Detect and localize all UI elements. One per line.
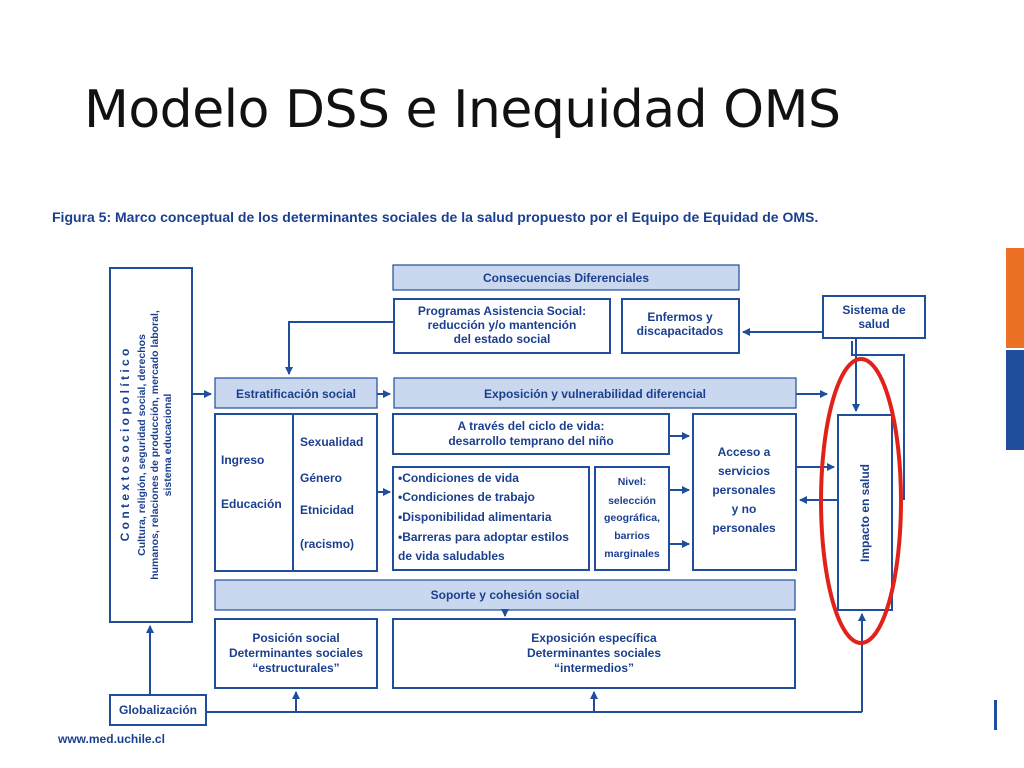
programas-box: [393, 298, 611, 354]
consecuencias-label: Consecuencias Diferenciales: [483, 271, 649, 285]
enfermos-line-2: discapacitados: [637, 324, 724, 338]
slide-title: Modelo DSS e Inequidad OMS: [84, 80, 841, 140]
contexto-sociopolitico-box: [109, 267, 193, 623]
condiciones-line-1: •Condiciones de vida: [398, 471, 519, 485]
exposicion-vulnerabilidad-label: Exposición y vulnerabilidad diferencial: [484, 387, 706, 401]
accent-bar-orange: [1006, 248, 1024, 348]
educacion-label: Educación: [221, 497, 282, 511]
estratificacion-band: [214, 377, 378, 409]
acceso-box: [692, 413, 797, 571]
programas-line-3: del estado social: [454, 332, 551, 346]
accent-bar-blue: [1006, 350, 1024, 450]
exposicion-esp-line-1: Exposición específica: [531, 631, 657, 645]
posicion-line-2: Determinantes sociales: [229, 646, 363, 660]
estratificacion-box: [214, 413, 378, 572]
nivel-line-5: marginales: [604, 548, 660, 560]
exposicion-esp-line-3: “intermedios”: [554, 661, 634, 675]
acceso-line-3: personales: [712, 483, 776, 497]
racismo-label: (racismo): [300, 537, 354, 551]
figure-caption: Figura 5: Marco conceptual de los determ…: [52, 209, 819, 225]
etnicidad-label: Etnicidad: [300, 503, 354, 517]
ciclo-vida-box: [392, 413, 670, 455]
exposicion-vulnerabilidad-band: [393, 377, 797, 409]
posicion-social-box: [214, 618, 378, 689]
enfermos-box: [621, 298, 740, 354]
ingreso-label: Ingreso: [221, 453, 264, 467]
ciclo-vida-line-2: desarrollo temprano del niño: [448, 434, 613, 448]
sistema-salud-box: [822, 295, 926, 339]
contexto-title: C o n t e x t o s o c i o p o l í t i c …: [118, 349, 132, 542]
acceso-line-2: servicios: [718, 464, 770, 478]
condiciones-line-3: •Disponibilidad alimentaria: [398, 510, 552, 524]
contexto-line-2: humanos, relaciones de producción, merca…: [149, 310, 161, 580]
nivel-line-1: Nivel:: [618, 476, 647, 488]
programas-line-2: reducción y/o mantención: [428, 318, 577, 332]
estratificacion-label: Estratificación social: [236, 387, 356, 401]
acceso-line-5: personales: [712, 521, 776, 535]
edge-mark: [988, 700, 997, 730]
sexualidad-label: Sexualidad: [300, 435, 363, 449]
condiciones-line-4: •Barreras para adoptar estilos: [398, 530, 569, 544]
soporte-label: Soporte y cohesión social: [431, 588, 580, 602]
consecuencias-band: [392, 264, 740, 291]
condiciones-line-5: de vida saludables: [398, 549, 505, 563]
connector-lines: [146, 321, 905, 713]
globalizacion-box: [109, 694, 207, 726]
nivel-box: [594, 466, 670, 571]
sistema-salud-line-2: salud: [858, 317, 889, 331]
impacto-salud-label: Impacto en salud: [858, 464, 872, 562]
soporte-band: [214, 579, 796, 611]
exposicion-esp-line-2: Determinantes sociales: [527, 646, 661, 660]
sistema-salud-line-1: Sistema de: [842, 303, 906, 317]
condiciones-line-2: •Condiciones de trabajo: [398, 490, 535, 504]
posicion-line-3: “estructurales”: [252, 661, 339, 675]
programas-line-1: Programas Asistencia Social:: [418, 304, 586, 318]
enfermos-line-1: Enfermos y: [647, 310, 713, 324]
contexto-line-1: Cultura, religión, seguridad social, der…: [136, 334, 148, 556]
highlight-ellipse: [819, 357, 903, 645]
posicion-line-1: Posición social: [252, 631, 339, 645]
nivel-line-3: geográfica,: [604, 512, 660, 524]
exposicion-especifica-box: [392, 618, 796, 689]
acceso-line-1: Acceso a: [718, 445, 771, 459]
contexto-line-3: sistema educacional: [162, 394, 174, 497]
condiciones-box: [392, 466, 590, 571]
ciclo-vida-line-1: A través del ciclo de vida:: [458, 419, 605, 433]
impacto-salud-box: [837, 414, 893, 611]
acceso-line-4: y no: [732, 502, 757, 516]
nivel-line-4: barrios: [614, 530, 650, 542]
globalizacion-label: Globalización: [119, 703, 197, 717]
footer-url: www.med.uchile.cl: [58, 732, 165, 746]
nivel-line-2: selección: [608, 495, 656, 507]
genero-label: Género: [300, 471, 342, 485]
